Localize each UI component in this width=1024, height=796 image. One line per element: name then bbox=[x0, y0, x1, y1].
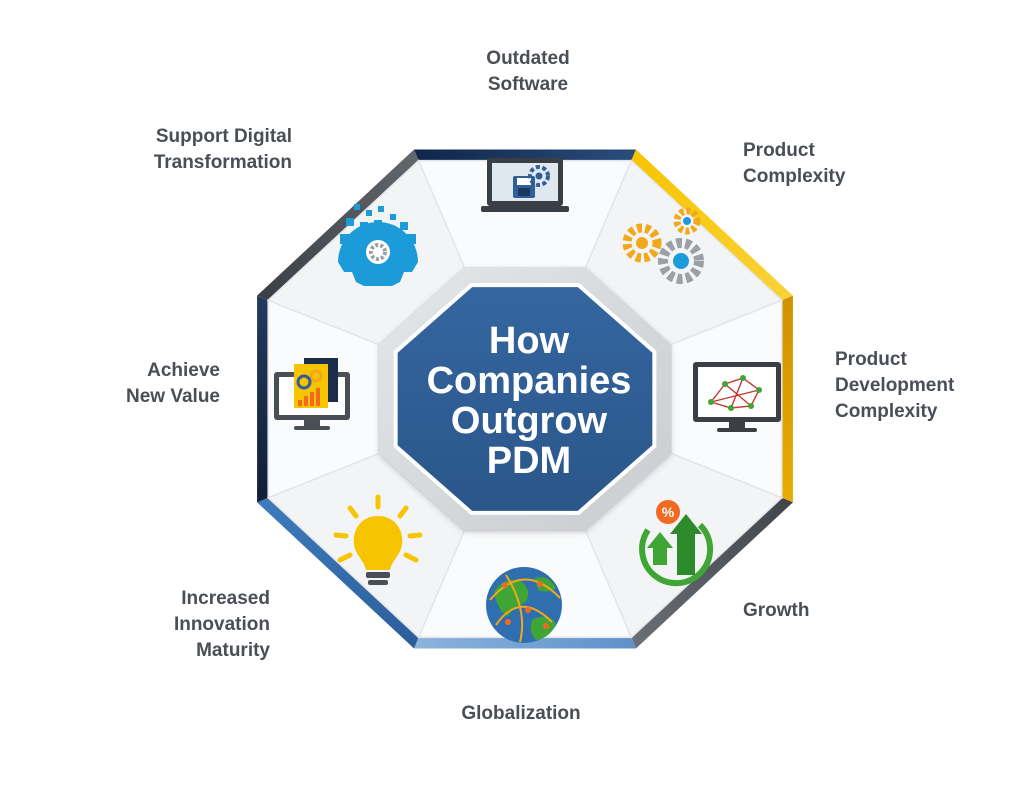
rim-side-achieve-new-value bbox=[257, 295, 269, 503]
label-product-development-complexity: Product Development Complexity bbox=[835, 349, 955, 422]
laptop-gear-icon bbox=[481, 158, 569, 212]
label-product-complexity: Product Complexity bbox=[743, 140, 846, 187]
center-title-line-3: Outgrow bbox=[450, 400, 608, 442]
center-title: How Companies Outgrow PDM bbox=[397, 296, 661, 506]
label-growth: Growth bbox=[743, 600, 810, 621]
label-achieve-new-value: Achieve New Value bbox=[126, 360, 220, 407]
digital-gear-icon bbox=[338, 204, 418, 286]
center-title-line-4: PDM bbox=[486, 440, 572, 482]
label-outdated-software: Outdated Software bbox=[486, 48, 570, 95]
center-octagon bbox=[393, 283, 657, 515]
rim-side-increased-innovation-maturity bbox=[257, 497, 419, 649]
center-title-line-1: How bbox=[488, 320, 570, 362]
growth-arrows-percent-icon: % bbox=[639, 500, 714, 587]
rim-side-product-development-complexity bbox=[781, 295, 793, 503]
label-support-digital-transformation: Support Digital Transformation bbox=[153, 126, 292, 173]
rim-side-product-complexity bbox=[631, 149, 793, 301]
center-title-line-2: Companies bbox=[426, 360, 632, 402]
label-increased-innovation-maturity: Increased Innovation Maturity bbox=[173, 588, 270, 661]
svg-text:%: % bbox=[662, 504, 675, 520]
rim-side-support-digital-transformation bbox=[257, 149, 419, 301]
globe-network-icon bbox=[486, 567, 562, 643]
lightbulb-icon bbox=[333, 494, 423, 585]
outer-rim bbox=[257, 149, 793, 649]
rim-side-outdated-software bbox=[414, 149, 636, 161]
rim-side-growth bbox=[631, 497, 793, 649]
gears-icon bbox=[622, 207, 704, 284]
monitor-chart-icon bbox=[274, 358, 350, 430]
monitor-network-icon bbox=[693, 362, 781, 432]
label-globalization: Globalization bbox=[461, 703, 581, 724]
